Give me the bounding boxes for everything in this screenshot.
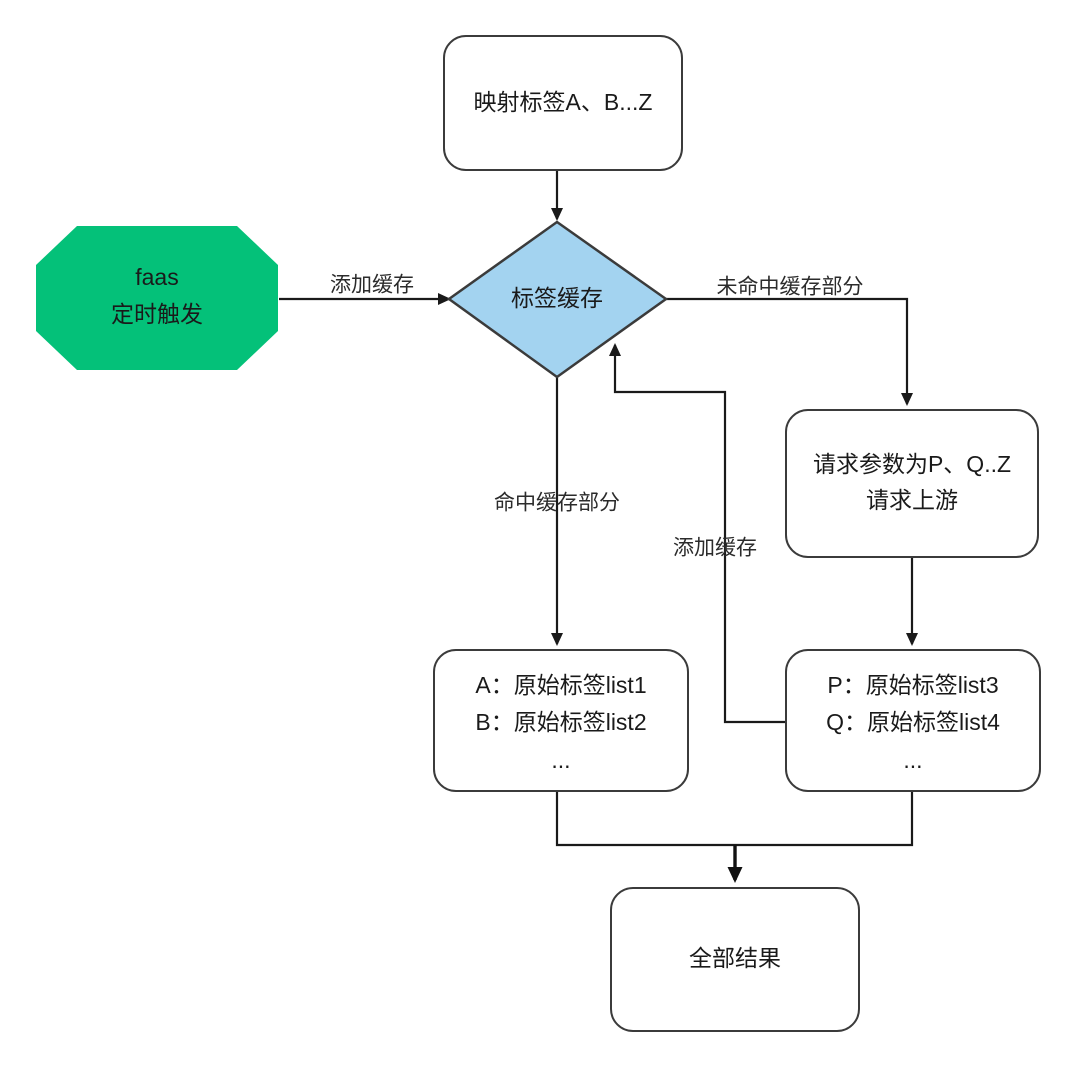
edge-hit-to-all: [555, 791, 735, 847]
node-tag-cache[interactable]: 标签缓存: [446, 220, 669, 379]
node-upstream-result-label-3: ...: [903, 747, 922, 773]
node-map-tags[interactable]: 映射标签A、B...Z: [443, 35, 683, 171]
node-upstream-result[interactable]: P：原始标签list3 Q：原始标签list4 ...: [785, 649, 1041, 792]
node-all-results-label: 全部结果: [689, 945, 781, 971]
edge-label-cache-miss: 未命中缓存部分: [717, 276, 864, 299]
node-cache-hit-result-label-1: A：原始标签list1: [475, 672, 646, 698]
edge-cache-hit: 命中缓存部分: [494, 377, 620, 646]
node-request-upstream-label-2: 请求上游: [866, 487, 958, 513]
node-cache-hit-result-label-3: ...: [551, 747, 570, 773]
node-tag-cache-label: 标签缓存: [511, 285, 603, 311]
node-cache-hit-result-label-2: B：原始标签list2: [475, 709, 646, 735]
edge-faas-to-cache: 添加缓存: [279, 274, 451, 305]
node-cache-hit-result[interactable]: A：原始标签list1 B：原始标签list2 ...: [433, 649, 689, 792]
edge-label-faas-to-cache: 添加缓存: [330, 274, 414, 297]
node-faas-trigger-label-1: faas: [135, 264, 178, 290]
node-faas-trigger-label-2: 定时触发: [111, 301, 203, 327]
node-upstream-result-label-2: Q：原始标签list4: [826, 709, 1000, 735]
node-upstream-result-label-1: P：原始标签list3: [827, 672, 998, 698]
node-request-upstream[interactable]: 请求参数为P、Q..Z 请求上游: [785, 409, 1039, 558]
node-map-tags-label: 映射标签A、B...Z: [474, 89, 653, 115]
edge-cache-miss: 未命中缓存部分: [666, 276, 913, 406]
node-all-results[interactable]: 全部结果: [610, 887, 860, 1032]
edge-upstream-result-to-all: [735, 791, 914, 847]
node-faas-trigger[interactable]: faas 定时触发: [36, 226, 278, 370]
edge-label-cache-hit: 命中缓存部分: [494, 492, 620, 515]
edge-label-result-to-cache: 添加缓存: [673, 537, 757, 560]
node-request-upstream-label-1: 请求参数为P、Q..Z: [813, 451, 1011, 477]
edge-result-to-cache: 添加缓存: [609, 343, 786, 724]
